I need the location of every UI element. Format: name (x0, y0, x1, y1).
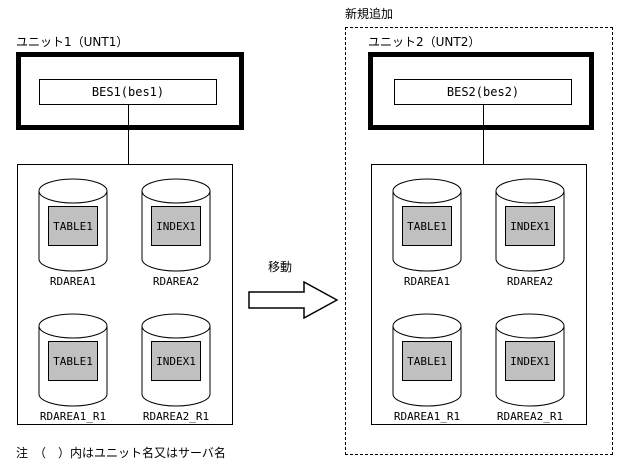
right-rdarea-4: INDEX1 RDAREA2_R1 (495, 313, 565, 423)
footnote: 注 （ ）内はユニット名又はサーバ名 (16, 446, 226, 460)
right-rdarea-4-chip: INDEX1 (505, 341, 555, 381)
right-rdarea-1: TABLE1 RDAREA1 (392, 178, 462, 288)
right-rdarea-2-caption: RDAREA2 (506, 275, 554, 288)
left-connector-line (128, 105, 129, 164)
new-unit-dashed-region (345, 27, 613, 455)
right-rdarea-3-caption: RDAREA1_R1 (393, 410, 461, 423)
left-rdarea-4-caption: RDAREA2_R1 (142, 410, 210, 423)
right-rdarea-2-chip: INDEX1 (505, 206, 555, 246)
right-server-box: BES2(bes2) (394, 79, 572, 105)
right-rdarea-1-chip: TABLE1 (402, 206, 452, 246)
left-rdarea-1: TABLE1 RDAREA1 (38, 178, 108, 288)
left-rdarea-2-chip: INDEX1 (151, 206, 201, 246)
left-server-box: BES1(bes1) (39, 79, 217, 105)
left-rdarea-2-caption: RDAREA2 (152, 275, 200, 288)
right-rdarea-2: INDEX1 RDAREA2 (495, 178, 565, 288)
left-unit-title: ユニット1（UNT1） (16, 35, 129, 49)
left-rdarea-1-caption: RDAREA1 (49, 275, 97, 288)
left-rdarea-3-caption: RDAREA1_R1 (39, 410, 107, 423)
left-rdarea-1-chip: TABLE1 (48, 206, 98, 246)
left-rdarea-3: TABLE1 RDAREA1_R1 (38, 313, 108, 423)
transfer-label: 移動 (268, 260, 293, 274)
right-rdarea-3-chip: TABLE1 (402, 341, 452, 381)
transfer-arrow (248, 281, 338, 319)
right-connector-line (483, 105, 484, 164)
new-add-label: 新規追加 (345, 7, 394, 21)
right-rdarea-1-caption: RDAREA1 (403, 275, 451, 288)
left-rdarea-2: INDEX1 RDAREA2 (141, 178, 211, 288)
right-rdarea-3: TABLE1 RDAREA1_R1 (392, 313, 462, 423)
left-rdarea-4-chip: INDEX1 (151, 341, 201, 381)
right-unit-title: ユニット2（UNT2） (368, 35, 481, 49)
left-rdarea-4: INDEX1 RDAREA2_R1 (141, 313, 211, 423)
left-rdarea-3-chip: TABLE1 (48, 341, 98, 381)
arrow-right-icon (248, 281, 338, 319)
right-rdarea-4-caption: RDAREA2_R1 (496, 410, 564, 423)
